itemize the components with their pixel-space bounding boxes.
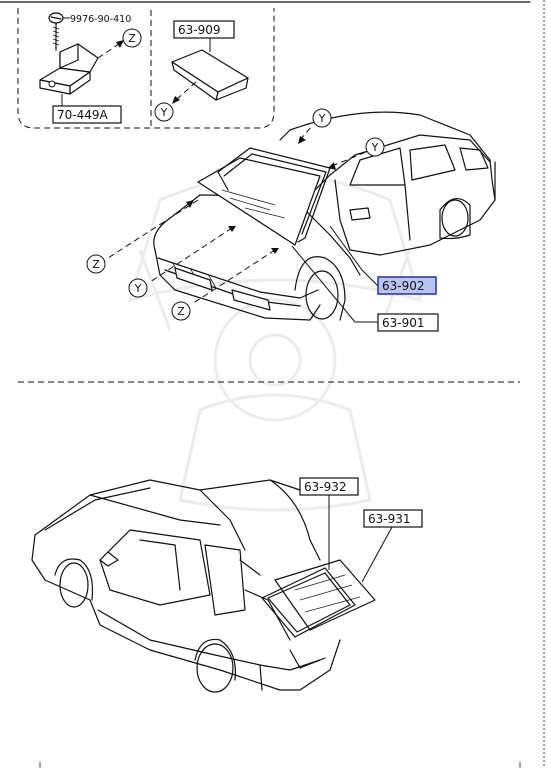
cover-arrow bbox=[175, 81, 197, 101]
svg-text:Z: Z bbox=[92, 258, 100, 271]
svg-text:Z: Z bbox=[177, 305, 185, 318]
windshield-leader bbox=[291, 245, 378, 323]
mirror-bracket-icon bbox=[39, 43, 99, 95]
callout-z-inset: Z bbox=[122, 28, 142, 48]
inset-panel bbox=[17, 8, 275, 129]
svg-text:Y: Y bbox=[134, 282, 142, 295]
svg-text:Y: Y bbox=[160, 106, 168, 119]
cover-arrow-head bbox=[172, 96, 180, 104]
bracket-label-box bbox=[52, 105, 122, 124]
cover-label-box bbox=[173, 20, 235, 39]
windshield-part-label: 63-901 bbox=[382, 316, 425, 330]
back-glass-leader bbox=[361, 526, 393, 583]
cover-part-label: 63-909 bbox=[178, 23, 221, 37]
bracket-arrow-head bbox=[116, 40, 124, 48]
front-arrow-z2-head bbox=[271, 248, 279, 254]
headlight-left bbox=[231, 289, 271, 311]
front-arrow-y2-head bbox=[298, 136, 306, 144]
bracket-part-label: 70-449A bbox=[57, 108, 109, 122]
front-arrow-y1 bbox=[149, 227, 233, 283]
back-glass-part-label: 63-931 bbox=[368, 512, 411, 526]
headlight-right bbox=[174, 267, 213, 291]
windshield-glass bbox=[197, 157, 321, 246]
callout-y-inset: Y bbox=[154, 102, 174, 122]
molding-label-box bbox=[377, 276, 437, 295]
svg-text:Z: Z bbox=[128, 32, 136, 45]
front-arrow-y3-head bbox=[328, 162, 336, 170]
side-mirror bbox=[349, 207, 371, 221]
back-molding-part-label: 63-932 bbox=[304, 480, 347, 494]
callout-y-front-2: Y bbox=[312, 108, 332, 128]
callout-z-front-2: Z bbox=[171, 301, 191, 321]
back-glass-label-box bbox=[363, 509, 423, 528]
callout-z-front-1: Z bbox=[86, 254, 106, 274]
front-arrow-z1-head bbox=[186, 200, 194, 208]
sedan-front-view bbox=[153, 111, 496, 321]
back-glass-molding bbox=[261, 567, 356, 638]
front-arrow-y1-head bbox=[228, 226, 236, 232]
svg-text:Y: Y bbox=[371, 141, 379, 154]
front-arrow-y3 bbox=[331, 151, 367, 167]
molding-leader bbox=[329, 225, 379, 287]
callout-y-front-3: Y bbox=[365, 137, 385, 157]
windshield-label-box bbox=[377, 313, 439, 332]
molding-part-label: 63-902 bbox=[382, 279, 425, 293]
windshield-molding bbox=[217, 147, 331, 243]
screw-part-label: 9976-90-410 bbox=[70, 14, 131, 25]
screw-icon bbox=[48, 12, 64, 51]
front-arrow-z2 bbox=[191, 249, 276, 305]
back-glass bbox=[274, 559, 376, 631]
hatchback-rear-view bbox=[31, 479, 341, 693]
svg-text:Y: Y bbox=[318, 112, 326, 125]
cover-icon bbox=[171, 49, 249, 101]
callout-y-front-1: Y bbox=[128, 278, 148, 298]
front-arrow-z1 bbox=[107, 199, 199, 259]
